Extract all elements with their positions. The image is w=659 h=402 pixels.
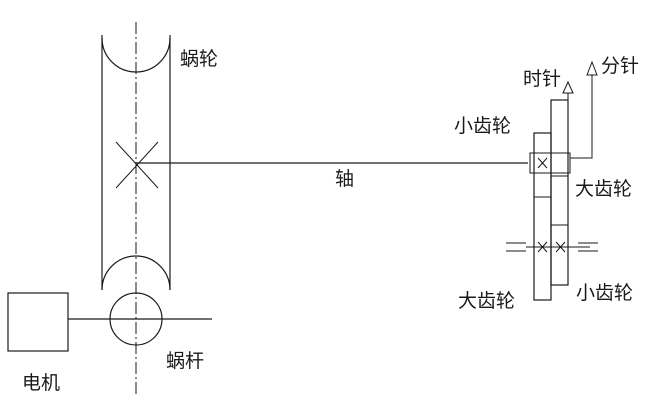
large-gear-bottom-label: 大齿轮 (458, 290, 516, 312)
minute-hand-label: 分针 (601, 55, 640, 77)
worm (68, 292, 212, 346)
worm-label: 蜗杆 (166, 350, 205, 372)
gear-right-block (550, 99, 569, 286)
worm-wheel-cross-b (115, 141, 159, 189)
hour-hand-arrow (562, 80, 574, 100)
large-gear-right-label: 大齿轮 (575, 178, 633, 200)
hour-hand-label: 时针 (523, 68, 562, 90)
motor-box (7, 292, 69, 352)
gear-train (506, 99, 598, 301)
motor-label: 电机 (22, 372, 61, 394)
worm-wheel (101, 35, 171, 291)
gear-left-block (533, 132, 552, 301)
small-gear-bottom-label: 小齿轮 (576, 282, 634, 304)
shaft-label: 轴 (335, 168, 355, 190)
minute-hand-arrow (570, 60, 598, 159)
shaft-hub (529, 152, 571, 174)
small-gear-top-label: 小齿轮 (454, 115, 512, 137)
worm-wheel-label: 蜗轮 (180, 48, 219, 70)
